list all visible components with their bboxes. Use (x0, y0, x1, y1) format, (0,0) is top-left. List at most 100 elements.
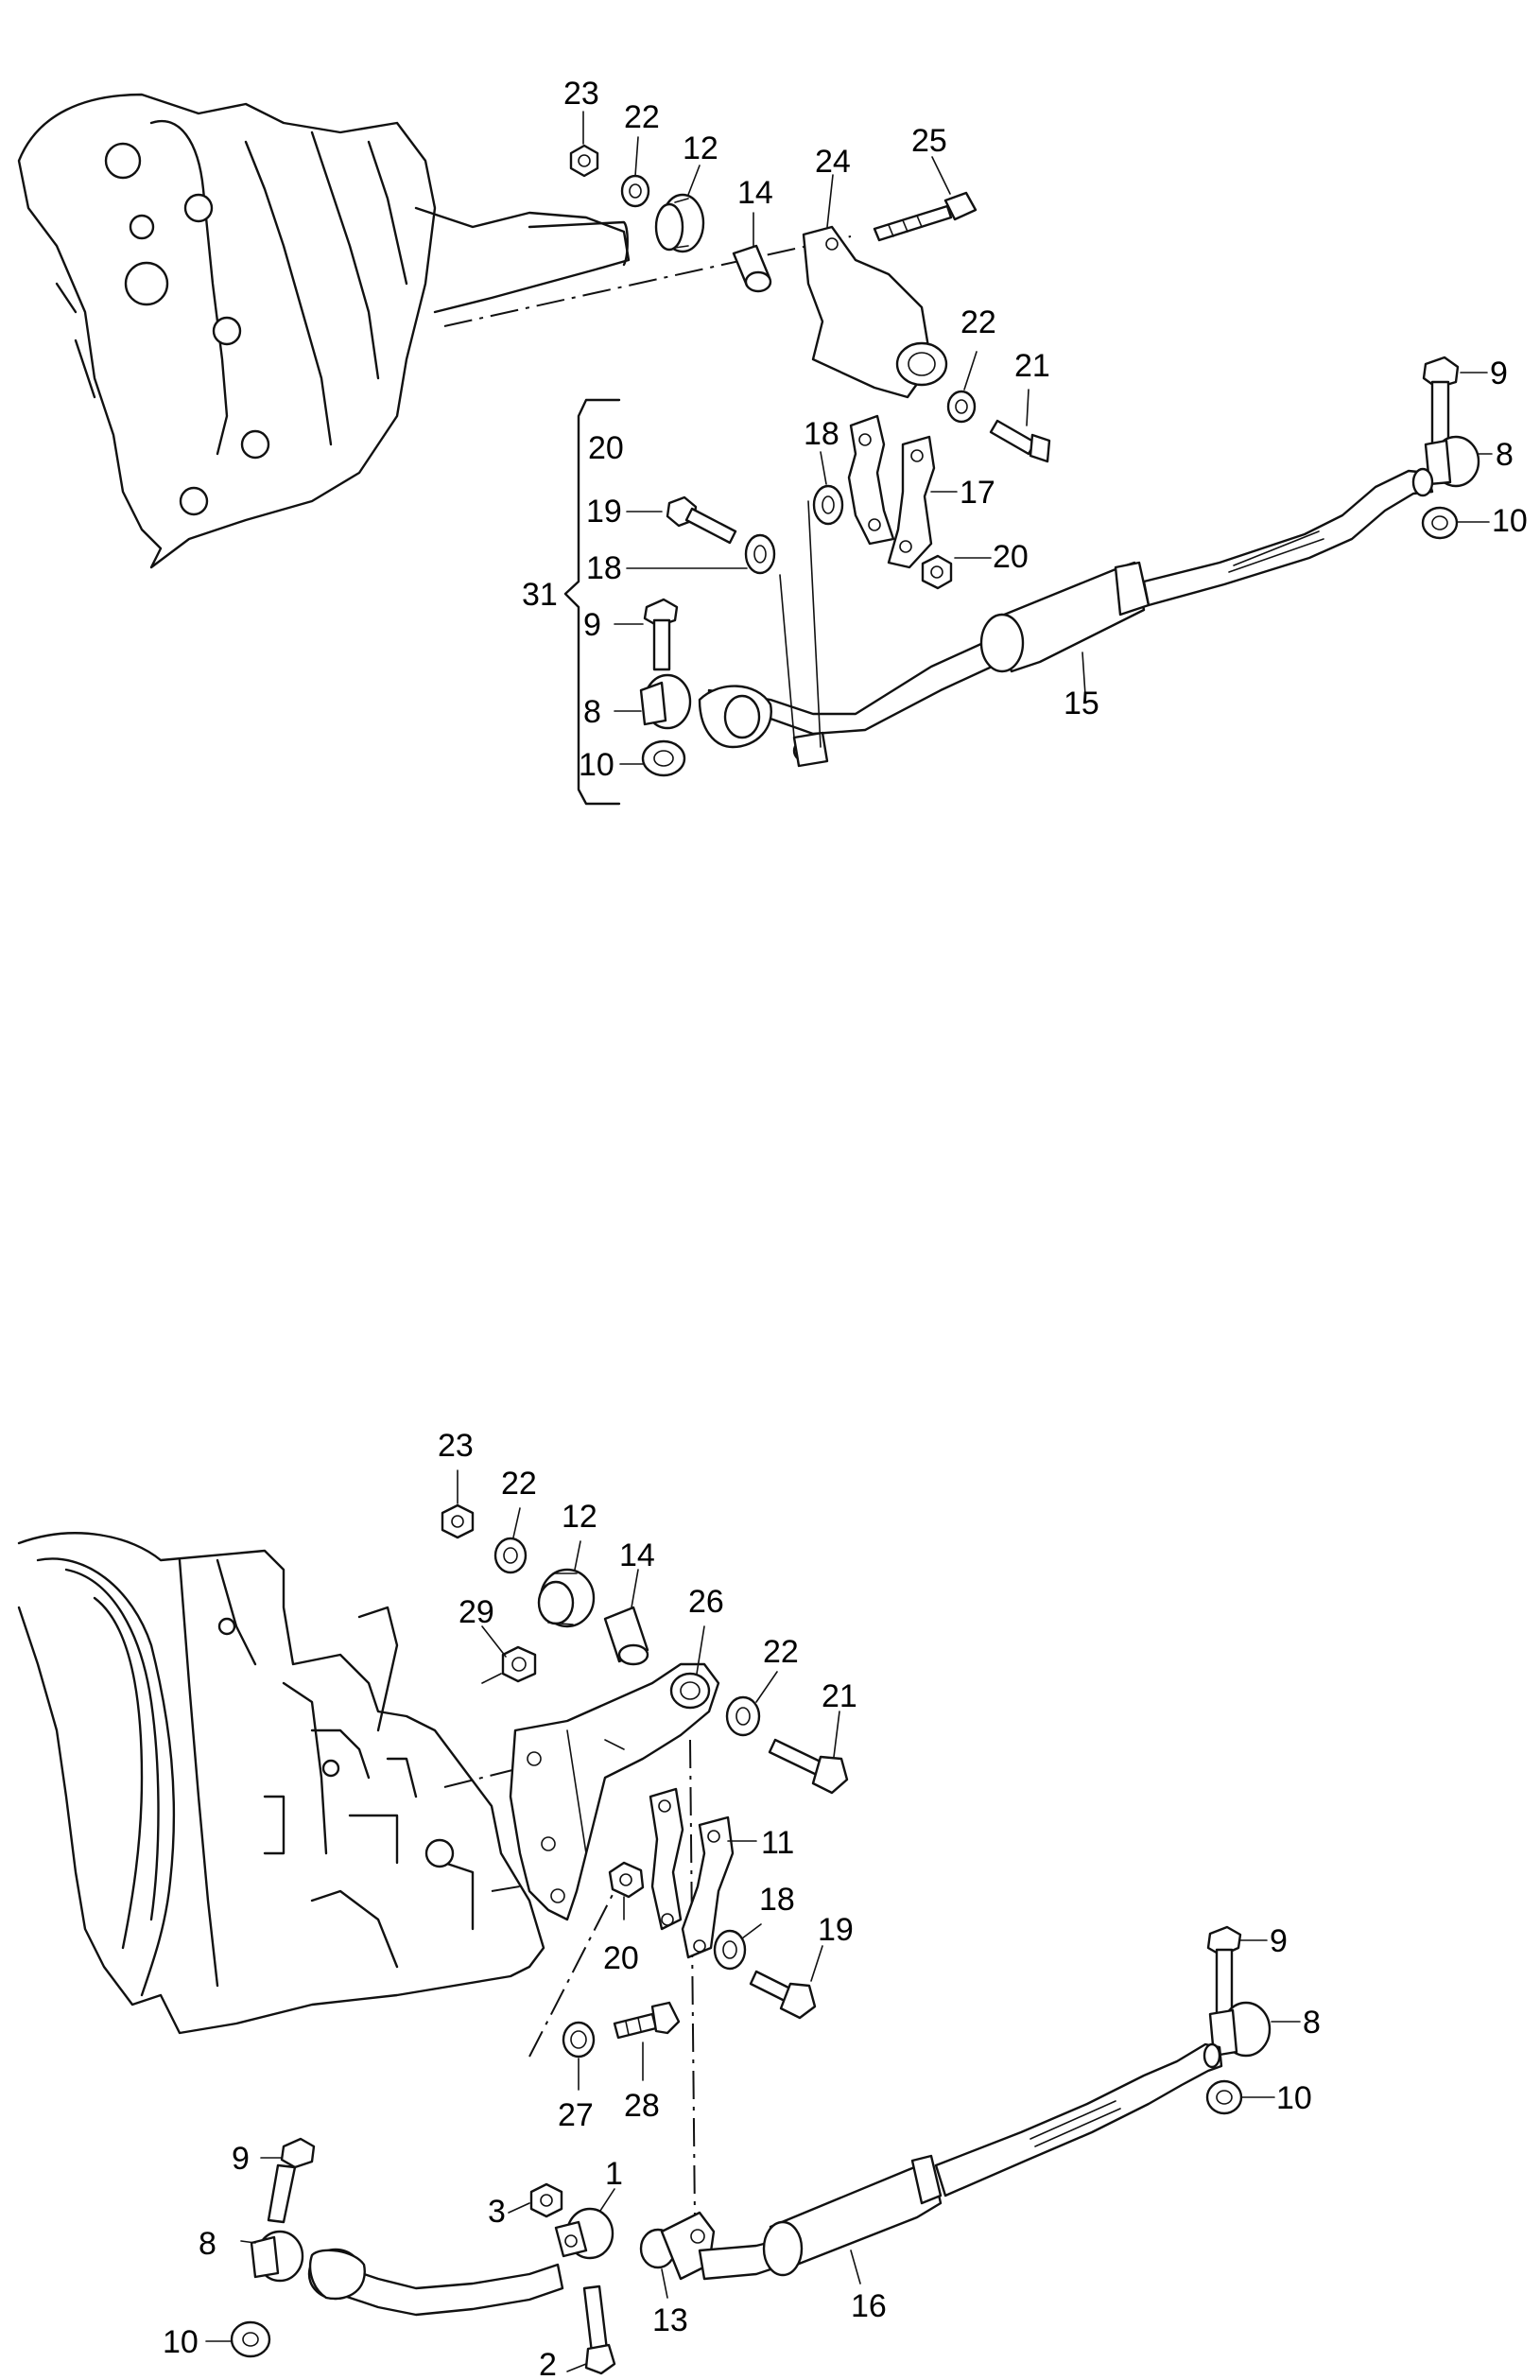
centerline-bottom-upper (443, 1767, 521, 1788)
bottom-diagram: 23 22 12 14 26 29 22 21 11 18 19 20 27 2… (17, 1428, 1321, 2380)
bolt-28-bottom (613, 2001, 681, 2040)
label-28-bottom: 28 (624, 2088, 660, 2124)
bracket-26-bottom (509, 1662, 720, 1921)
label-26-bottom: 26 (688, 1584, 724, 1620)
label-12-bottom: 12 (562, 1499, 597, 1535)
label-27-bottom: 27 (558, 2097, 594, 2133)
label-9-top-left: 9 (583, 607, 601, 643)
label-8-bottom-left: 8 (199, 2226, 216, 2262)
label-22-bottom: 22 (501, 1466, 537, 1502)
nut-10-top-right (1421, 506, 1459, 540)
label-13-bottom: 13 (652, 2302, 688, 2338)
bolt-2-bottom (582, 2284, 616, 2375)
label-8-bottom-right: 8 (1303, 2005, 1321, 2041)
label-20-group: 20 (588, 430, 624, 466)
bolt-9-top-right (1422, 356, 1460, 446)
label-18-bottom: 18 (759, 1882, 795, 1918)
label-10-top-left: 10 (579, 747, 614, 783)
bolt-19-top (666, 495, 737, 545)
bolt-9-bottom-left (267, 2137, 316, 2224)
label-12-top: 12 (683, 130, 718, 166)
label-2-bottom: 2 (539, 2347, 557, 2380)
label-20-top: 20 (993, 539, 1029, 575)
label-22-right-top: 22 (960, 304, 996, 340)
washer-22-bottom (493, 1537, 528, 1574)
front-pipe-bottom (307, 2248, 564, 2317)
label-19-bottom: 19 (818, 1912, 854, 1948)
label-9-top-right: 9 (1490, 356, 1508, 391)
label-24-top: 24 (815, 144, 851, 180)
label-25-top: 25 (911, 123, 947, 159)
centerline-bottom-diag (528, 1881, 620, 2058)
nut-29-bottom (481, 1645, 537, 1684)
label-20-bottom: 20 (603, 1940, 639, 1976)
bottom-leaders (205, 1469, 1301, 2372)
sleeve-14-top (732, 244, 772, 293)
label-3-bottom: 3 (488, 2194, 506, 2230)
label-23-top: 23 (563, 76, 599, 112)
label-15-top: 15 (1064, 686, 1099, 721)
label-14-bottom: 14 (619, 1537, 655, 1573)
label-23-bottom: 23 (438, 1428, 474, 1464)
bolt-25-top (873, 191, 978, 242)
label-9-bottom-right: 9 (1270, 1923, 1288, 1959)
label-14-top: 14 (737, 175, 773, 211)
washer-18-bottom (713, 1929, 747, 1971)
label-22-top: 22 (624, 99, 660, 135)
sleeve-14-bottom (603, 1606, 649, 1666)
centerline-bottom-vertical (689, 1739, 696, 2223)
label-29-bottom: 29 (459, 1594, 494, 1630)
bolt-9-top-left (643, 598, 679, 671)
exhaust-pipe-16 (698, 2042, 1223, 2281)
strap-17-top (847, 414, 936, 569)
rubber-mount-12-bottom (537, 1568, 596, 1628)
label-17-top: 17 (960, 475, 995, 511)
label-18-top-left: 18 (586, 550, 622, 586)
clamp-8-bottom-left (250, 2230, 304, 2283)
rubber-mount-12-top (654, 193, 705, 253)
label-18-top-right: 18 (804, 416, 839, 452)
washer-22-right-bottom (725, 1695, 761, 1737)
label-21-top: 21 (1014, 348, 1050, 384)
label-11-bottom: 11 (761, 1825, 794, 1861)
strap-11-bottom (649, 1787, 735, 1959)
clamp-1-bottom (554, 2207, 614, 2260)
label-9-bottom-left: 9 (232, 2141, 250, 2177)
bolt-21-top (989, 419, 1051, 463)
nut-20-bottom (608, 1861, 645, 1899)
nut-10-bottom-right (1205, 2079, 1243, 2115)
nut-23-bottom (441, 1503, 475, 1539)
label-1-bottom: 1 (605, 2156, 623, 2192)
label-10-bottom-left: 10 (163, 2324, 199, 2360)
clamp-8-top-right (1424, 435, 1480, 488)
label-21-bottom: 21 (822, 1678, 857, 1714)
bolt-9-bottom-right (1206, 1925, 1242, 2016)
washer-18-left-top (744, 533, 776, 575)
nut-10-top-left (641, 739, 686, 777)
washer-22-right-top (946, 390, 977, 424)
bolt-19-bottom (749, 1970, 817, 2020)
washer-18-right-top (812, 484, 844, 526)
label-19-top: 19 (586, 494, 622, 530)
bottom-labels: 23 22 12 14 26 29 22 21 11 18 19 20 27 2… (163, 1428, 1321, 2380)
label-16-bottom: 16 (851, 2288, 887, 2324)
nut-23-top (569, 144, 599, 178)
clamp-8-bottom-right (1208, 2001, 1272, 2058)
label-10-bottom-right: 10 (1276, 2080, 1312, 2116)
nut-10-bottom-left (230, 2320, 271, 2358)
transmission-housing-top (17, 93, 631, 569)
label-22-right-bottom: 22 (763, 1634, 799, 1670)
clamp-8-top-left (639, 673, 692, 730)
washer-22-top (620, 174, 650, 208)
top-leaders (582, 111, 1493, 765)
top-diagram: 23 22 12 14 24 25 22 21 9 8 10 20 19 18 … (17, 76, 1528, 806)
bracket-24-top (802, 225, 948, 399)
label-8-top-left: 8 (583, 694, 601, 730)
label-31-top: 31 (522, 577, 558, 613)
label-8-top-right: 8 (1496, 437, 1514, 473)
top-labels: 23 22 12 14 24 25 22 21 9 8 10 20 19 18 … (522, 76, 1528, 783)
nut-20-top (921, 554, 953, 590)
bolt-21-bottom (768, 1738, 849, 1795)
washer-27-bottom (562, 2021, 596, 2059)
